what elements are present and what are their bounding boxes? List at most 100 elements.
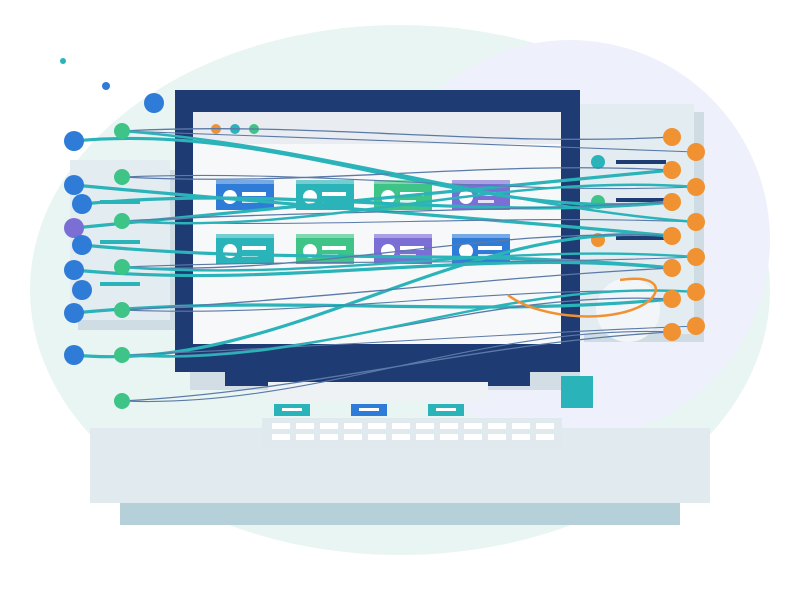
left-node [72,235,92,255]
network-cable [121,267,673,311]
keyboard-key [536,423,554,429]
network-cable [72,136,674,207]
right-node [687,143,705,161]
left-panel-bar [100,282,140,286]
inner-node [114,302,130,318]
keyboard-key [464,434,482,440]
signal-arc [507,277,657,318]
screen-card-line [478,246,502,250]
keyboard-key [536,434,554,440]
right-node [687,178,705,196]
keyboard-key [392,423,410,429]
screen-card-line [322,192,346,196]
floating-dot [144,93,164,113]
left-node [64,131,84,151]
keyboard-key [440,434,458,440]
inner-node [114,169,130,185]
keyboard-key [272,434,290,440]
left-node [72,280,92,300]
right-node [663,323,681,341]
inner-node [114,393,130,409]
network-cable [120,129,698,224]
left-node [64,303,84,323]
right-node [663,227,681,245]
screen-card [216,180,274,210]
screen-card-line [400,246,424,250]
desk [90,428,710,525]
network-cable [72,183,674,238]
keyboard-key [368,434,386,440]
keyboard-key [296,434,314,440]
keyboard-key [440,423,458,429]
screen-card-avatar [459,244,473,258]
screen-card-line [400,200,416,203]
screen-card-header [452,234,510,238]
keyboard-key [344,434,362,440]
left-node [64,345,84,365]
network-cable [121,325,697,356]
keyboard-key [296,423,314,429]
right-node [663,128,681,146]
network-cable [120,289,698,358]
left-node-column [64,131,92,365]
right-panel-line [616,160,666,164]
screen-card-header [216,180,274,184]
right-node [663,193,681,211]
screen-card-header [296,234,354,238]
screen-card [216,234,274,264]
network-cable [121,174,697,190]
screen-card-header [452,180,510,184]
right-node [663,259,681,277]
screen-card-line [478,200,494,203]
screen-card-line [242,246,266,250]
keyboard-keys [272,423,554,440]
screen-card-line [242,192,266,196]
right-node [663,161,681,179]
inner-node [114,347,130,363]
network-cable [72,297,674,315]
screen-card-line [322,246,346,250]
right-node [687,283,705,301]
screen-card-header [216,234,274,238]
tray-tab-line [359,408,379,411]
network-cable [120,183,698,225]
monitor [175,90,593,408]
left-node [72,194,92,214]
right-panel-line [616,236,666,240]
network-cable [121,330,673,403]
keyboard-key [272,423,290,429]
keyboard-key [320,434,338,440]
inner-node [114,123,130,139]
inner-node [114,259,130,275]
keyboard-key [416,434,434,440]
tray [268,382,488,402]
right-panel-dot [591,155,605,169]
screen-card-line [478,254,494,257]
right-node [687,317,705,335]
keyboard-key [344,423,362,429]
network-cable [80,196,674,210]
network-cable [80,243,674,270]
keyboard-body [262,418,562,448]
tray-tabs [274,404,464,416]
network-cable [121,234,673,269]
tray-tab-line [436,408,456,411]
keyboard-key [392,434,410,440]
keyboard-key [488,423,506,429]
screen-card-avatar [381,244,395,258]
floating-dot [102,82,110,90]
keyboard-key [416,423,434,429]
network-cable [121,130,697,153]
network-cables [72,128,698,403]
keyboard-key [488,434,506,440]
tray-tab-line [282,408,302,411]
network-cable [121,128,673,140]
right-node-column [663,128,705,341]
right-node [687,213,705,231]
inner-node [114,213,130,229]
keyboard-key [368,423,386,429]
network-cable [120,252,698,272]
keyboard-key [320,423,338,429]
